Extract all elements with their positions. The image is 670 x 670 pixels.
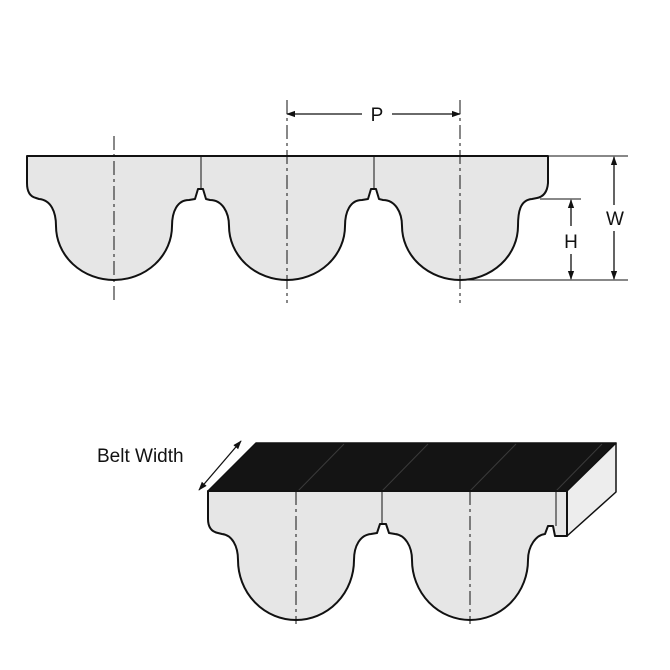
width-label: W (606, 209, 624, 230)
height-label: H (564, 232, 578, 253)
height-width-dimensions: H W (462, 155, 628, 281)
pitch-label: P (371, 105, 384, 126)
belt-isometric-view (207, 442, 617, 624)
pitch-dimension: P (286, 105, 461, 126)
belt-profile-top (26, 100, 549, 303)
belt-width-dimension: Belt Width (97, 440, 242, 491)
belt-profile-outline (26, 155, 549, 281)
belt-top-face (207, 442, 617, 492)
belt-width-label: Belt Width (97, 446, 184, 467)
belt-front-profile (207, 490, 568, 621)
